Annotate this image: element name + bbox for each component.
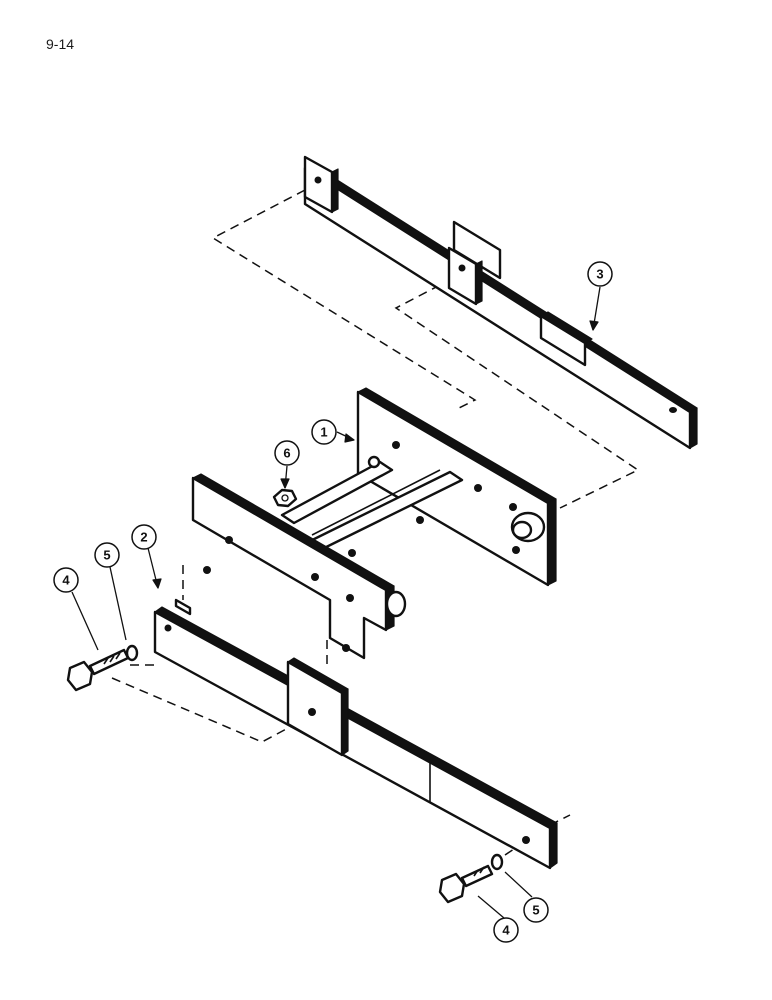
washer-left (125, 644, 139, 662)
callout-2: 2 (131, 524, 157, 550)
callout-4-left-label: 4 (62, 573, 70, 588)
nut-part (272, 488, 298, 508)
leader-arrowheads (152, 320, 599, 589)
page-number: 9-14 (46, 36, 75, 52)
callout-5-right: 5 (523, 897, 549, 923)
callout-5-left-label: 5 (103, 548, 110, 563)
callout-1: 1 (311, 419, 337, 445)
callout-4-left: 4 (53, 567, 79, 593)
callout-6: 6 (274, 440, 300, 466)
lower-bar-assembly (153, 598, 558, 870)
callout-5-left: 5 (94, 542, 120, 568)
main-frame-assembly (191, 387, 557, 660)
callout-2-label: 2 (140, 530, 147, 545)
callout-5-right-label: 5 (532, 903, 539, 918)
bolt-left (66, 648, 130, 692)
callout-6-label: 6 (283, 446, 290, 461)
callout-1-label: 1 (320, 425, 327, 440)
bolt-right (438, 864, 494, 904)
callout-4-right-label: 4 (502, 923, 510, 938)
upper-bar-assembly (303, 155, 698, 450)
callout-3-label: 3 (596, 267, 603, 282)
callout-4-right: 4 (493, 917, 519, 943)
callout-3: 3 (587, 261, 613, 287)
washer-right (490, 853, 504, 871)
